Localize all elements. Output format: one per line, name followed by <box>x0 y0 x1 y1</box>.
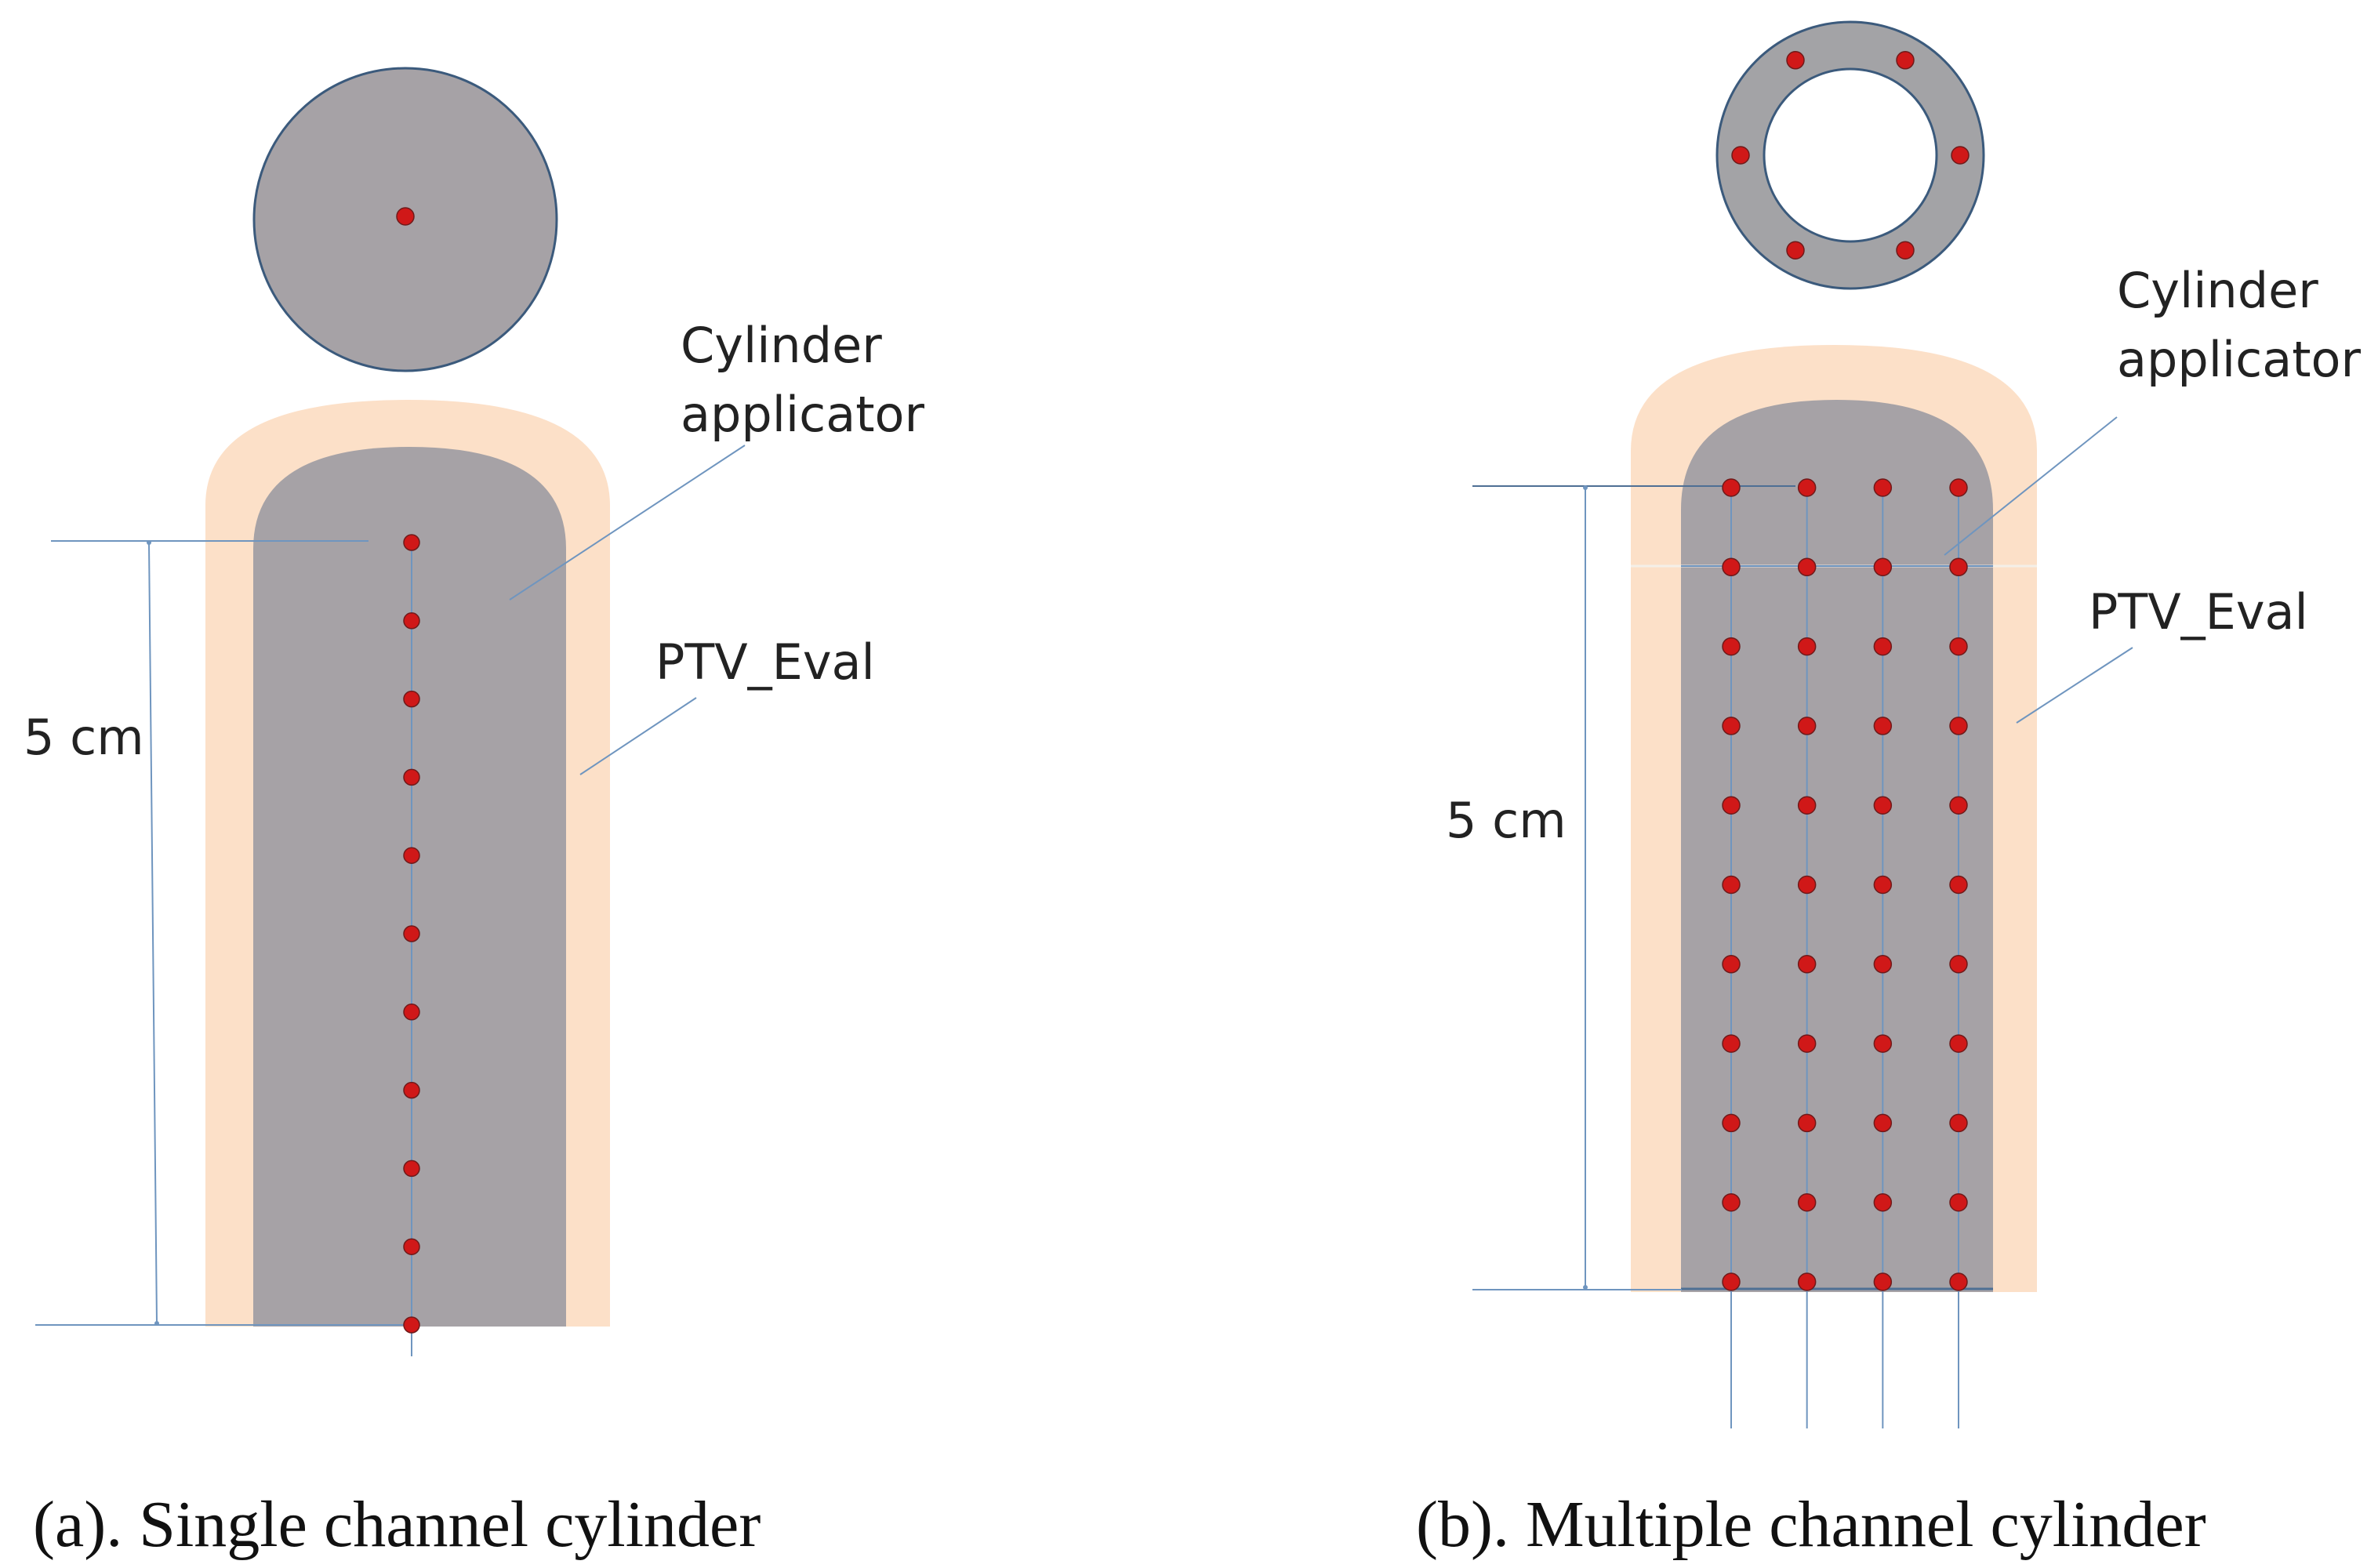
panel-a-dim-end-top <box>147 540 151 545</box>
panel-a-dwell-position <box>403 1316 420 1334</box>
panel-a-applicator-label-line2: applicator <box>681 386 924 443</box>
panel-b-ring-source <box>1896 241 1915 260</box>
panel-b-dwell-position <box>1873 1192 1893 1212</box>
panel-a-dwell-position <box>403 612 420 630</box>
panel-b-dwell-position <box>1797 1272 1817 1291</box>
panel-b-dwell-position <box>1949 717 1968 735</box>
panel-b-dwell-position <box>1873 1113 1893 1133</box>
panel-b-dwell-position <box>1949 1113 1968 1133</box>
panel-b-dwell-position <box>1797 557 1817 577</box>
panel-b-dwell-position <box>1873 637 1893 656</box>
panel-b-dwell-position <box>1949 478 1968 497</box>
panel-b-dwell-position <box>1797 637 1817 656</box>
panel-b-dwell-position <box>1722 557 1741 577</box>
panel-b-dwell-position <box>1797 478 1817 497</box>
panel-b-dwell-position <box>1949 796 1968 815</box>
panel-a-dimension-label: 5 cm <box>24 709 144 766</box>
panel-b-dwell-position <box>1873 478 1893 497</box>
panel-a-dwell-position <box>403 847 420 864</box>
panel-b-ptv-leader <box>2016 647 2133 724</box>
panel-a-dwell-position <box>403 1004 420 1021</box>
panel-b-ring-outer-edge <box>1715 20 1985 290</box>
panel-b-applicator-label-line2: applicator <box>2117 331 2361 388</box>
panel-b-dwell-position <box>1722 1113 1741 1133</box>
panel-b-dwell-position <box>1949 875 1968 895</box>
panel-b-dwell-position <box>1722 1272 1741 1291</box>
panel-b-dwell-position <box>1873 875 1893 895</box>
panel-b-ring-source <box>1896 51 1915 70</box>
panel-a-dwell-position <box>403 534 420 551</box>
panel-b-dwell-position <box>1722 717 1741 735</box>
panel-a-dwell-position <box>403 1160 420 1178</box>
panel-b-multiple-channel: Cylinder applicator PTV_Eval 5 cm (b). M… <box>1416 20 2361 1561</box>
panel-b-dwell-position <box>1797 1192 1817 1212</box>
panel-a-dwell-position <box>403 768 420 786</box>
panel-b-dwell-position <box>1722 1034 1741 1053</box>
panel-b-ptv-label: PTV_Eval <box>2089 583 2308 641</box>
panel-b-dwell-position <box>1722 875 1741 895</box>
panel-b-ring-channel-sources <box>1731 51 1970 260</box>
panel-b-dwell-position <box>1949 1192 1968 1212</box>
panel-b-dwell-position <box>1873 796 1893 815</box>
panel-a-dwell-position <box>403 1081 420 1099</box>
panel-b-dim-end-bottom <box>1583 1285 1588 1290</box>
panel-b-dwell-position <box>1722 478 1741 497</box>
panel-b-dwell-position <box>1873 1272 1893 1291</box>
panel-a-dwell-position <box>403 1238 420 1255</box>
panel-b-dwell-position <box>1797 1034 1817 1053</box>
panel-b-dwell-position <box>1949 1272 1968 1291</box>
panel-a-dwell-position <box>403 925 420 942</box>
panel-a-dim-end-bottom <box>154 1321 159 1326</box>
panel-b-dwell-position <box>1797 717 1817 735</box>
panel-b-dwell-position <box>1873 717 1893 735</box>
panel-b-ring-source <box>1786 51 1805 70</box>
panel-b-dwell-position <box>1797 1113 1817 1133</box>
panel-a-ptv-leader <box>579 697 697 775</box>
panel-b-dwell-position <box>1949 1034 1968 1053</box>
panel-a-caption: (a). Single channel cylinder <box>33 1488 761 1561</box>
panel-a-ptv-label: PTV_Eval <box>655 633 875 691</box>
panel-b-applicator-shape <box>1681 400 1993 1292</box>
panel-a-dim-vertical-line <box>148 542 158 1324</box>
panel-a-dwell-positions <box>403 534 420 1334</box>
panel-a-single-channel: Cylinder applicator PTV_Eval 5 cm (a). S… <box>24 67 924 1561</box>
panel-b-dwell-position <box>1873 1034 1893 1053</box>
panel-a-cross-section-source <box>396 207 415 226</box>
panel-b-dwell-position <box>1722 955 1741 974</box>
panel-b-applicator-leader <box>1944 416 2118 556</box>
panel-b-dimension-label: 5 cm <box>1446 792 1567 849</box>
panel-a-dwell-position <box>403 690 420 708</box>
panel-b-applicator-label-line1: Cylinder <box>2117 262 2318 319</box>
panel-b-ring-source <box>1786 241 1805 260</box>
panel-b-dwell-position <box>1797 875 1817 895</box>
panel-b-dwell-positions <box>1722 478 1968 1291</box>
panel-a-applicator-leader <box>509 445 746 601</box>
panel-b-dwell-position <box>1722 1192 1741 1212</box>
panel-b-ring-source <box>1731 146 1750 165</box>
panel-b-dwell-position <box>1797 796 1817 815</box>
panel-b-dwell-position <box>1722 796 1741 815</box>
panel-b-ring-inner-edge <box>1763 67 1938 243</box>
panel-b-dwell-position <box>1873 955 1893 974</box>
panel-a-applicator-label-line1: Cylinder <box>681 317 882 374</box>
panel-b-dwell-position <box>1949 955 1968 974</box>
panel-b-caption: (b). Multiple channel cylinder <box>1416 1488 2206 1561</box>
panel-b-dwell-position <box>1949 637 1968 656</box>
panel-b-dwell-position <box>1949 557 1968 577</box>
panel-b-ring-source <box>1951 146 1970 165</box>
panel-b-dwell-position <box>1722 637 1741 656</box>
panel-b-dwell-position <box>1873 557 1893 577</box>
panel-b-dwell-position <box>1797 955 1817 974</box>
panel-a-applicator-shape <box>253 447 566 1327</box>
panel-b-dim-end-top <box>1583 485 1588 490</box>
